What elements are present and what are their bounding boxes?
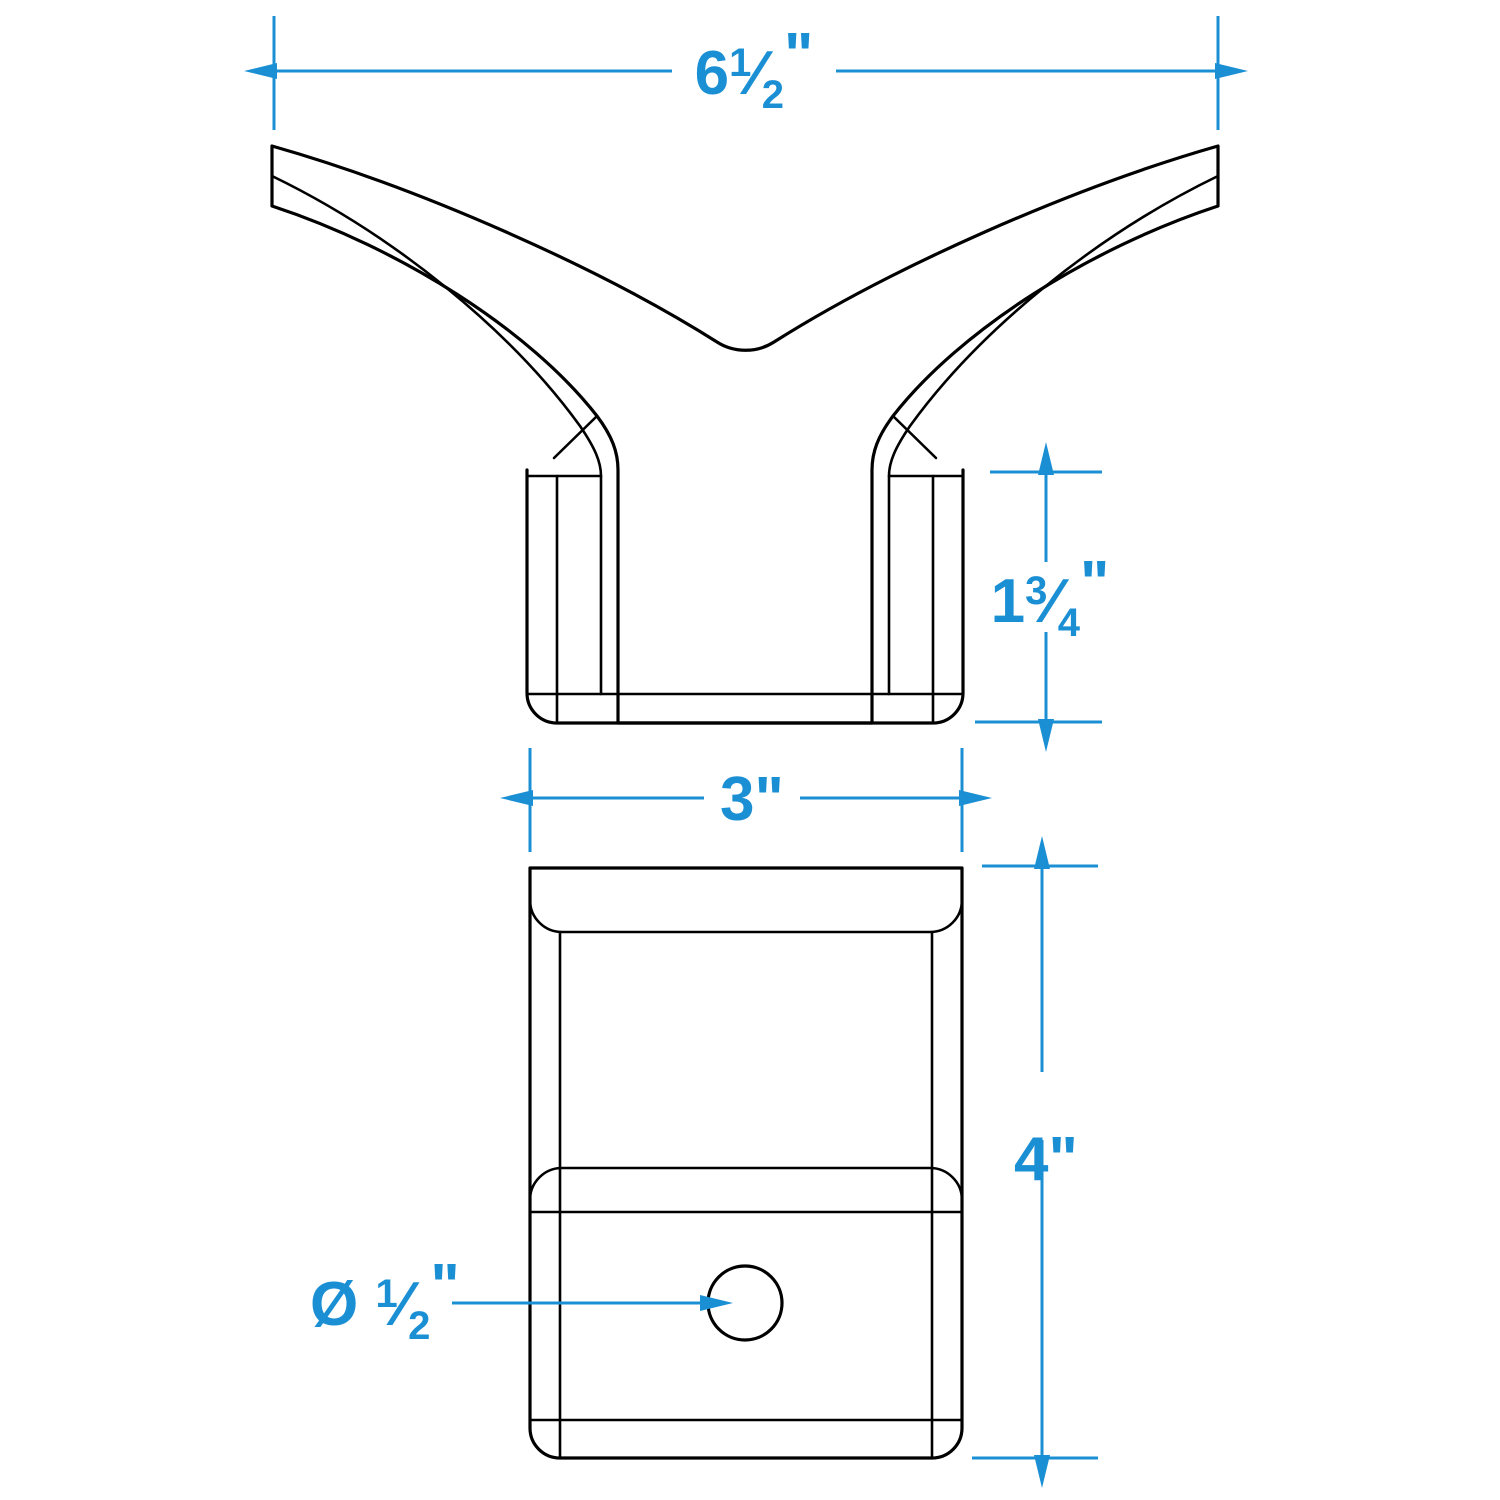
tube-lower-panel-top-edge [528,1396,562,1460]
tube-lower-panel-right-edge [930,1396,964,1460]
dimension-tube-width: 3" [500,748,992,852]
dimension-hole-diameter: Ø 1⁄2" [310,1252,733,1348]
tube-outer-profile [528,866,964,1460]
left-wing-fold-line [270,174,603,696]
dim-label-neck-height: 13⁄4" [991,549,1110,645]
dimension-tube-height: 4" [972,836,1098,1488]
tube-mid-face-upper-edge [528,1166,964,1234]
neck-outer-body [525,468,965,725]
front-view-geometry [528,866,964,1460]
mounting-hole [706,1264,784,1342]
tube-upper-inner-face [528,866,964,934]
dimension-neck-height: 13⁄4" [975,442,1110,752]
dim-label-overall-width: 61⁄2" [695,21,814,117]
top-view-geometry [270,144,1220,725]
dim-label-tube-width: 3" [720,765,784,834]
dim-label-hole-diameter: Ø 1⁄2" [310,1252,460,1348]
dimension-overall-width: 61⁄2" [244,16,1248,130]
right-bend-relief [891,414,938,460]
right-wing-fold-line [887,174,1220,696]
left-bend-relief [552,414,599,460]
bracket-outer-profile [270,144,1220,725]
dim-label-tube-height: 4" [1014,1125,1078,1194]
